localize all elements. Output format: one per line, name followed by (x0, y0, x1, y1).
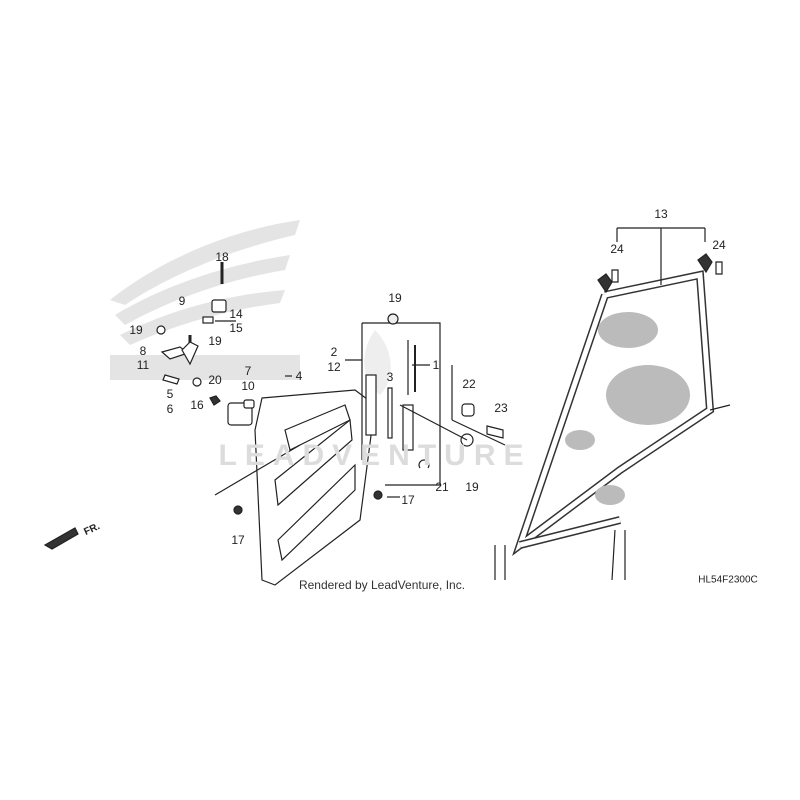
callout-6: 6 (166, 402, 174, 416)
callout-2: 2 (330, 345, 338, 359)
callout-11: 11 (136, 358, 150, 372)
callout-13: 13 (654, 207, 668, 221)
honda-wing-logo (110, 220, 300, 380)
callout-18: 18 (215, 250, 229, 264)
callout-14: 14 (229, 307, 243, 321)
diagram-code: HL54F2300C (698, 574, 758, 586)
callout-3: 3 (386, 370, 394, 384)
callout-5: 5 (166, 387, 174, 401)
part-14 (202, 316, 214, 324)
callout-1: 1 (432, 358, 440, 372)
callout-8: 8 (139, 344, 147, 358)
callout-17: 17 (401, 493, 415, 507)
callout-12: 12 (327, 360, 341, 374)
front-arrow-icon (43, 527, 79, 550)
callout-7: 7 (244, 364, 252, 378)
callout-23: 23 (494, 401, 508, 415)
part-13-net (494, 270, 731, 581)
callout-9: 9 (178, 294, 186, 308)
callout-15: 15 (229, 321, 243, 335)
callout-22: 22 (462, 377, 476, 391)
callout-16: 16 (190, 398, 204, 412)
part-22 (461, 403, 475, 417)
part-5 (162, 374, 180, 385)
credit-text: Rendered by LeadVenture, Inc. (298, 578, 466, 592)
callout-24: 24 (610, 242, 624, 256)
part-2 (365, 374, 377, 436)
callout-19: 19 (208, 334, 222, 348)
callout-21: 21 (435, 480, 449, 494)
callout-24: 24 (712, 238, 726, 252)
callout-17: 17 (231, 533, 245, 547)
watermark: LEADVENTURE (218, 439, 532, 472)
part-9 (211, 299, 227, 313)
callout-19: 19 (388, 291, 402, 305)
callout-10: 10 (241, 379, 255, 393)
callout-20: 20 (208, 373, 222, 387)
callout-19: 19 (465, 480, 479, 494)
callout-19: 19 (129, 323, 143, 337)
callout-4: 4 (295, 369, 303, 383)
